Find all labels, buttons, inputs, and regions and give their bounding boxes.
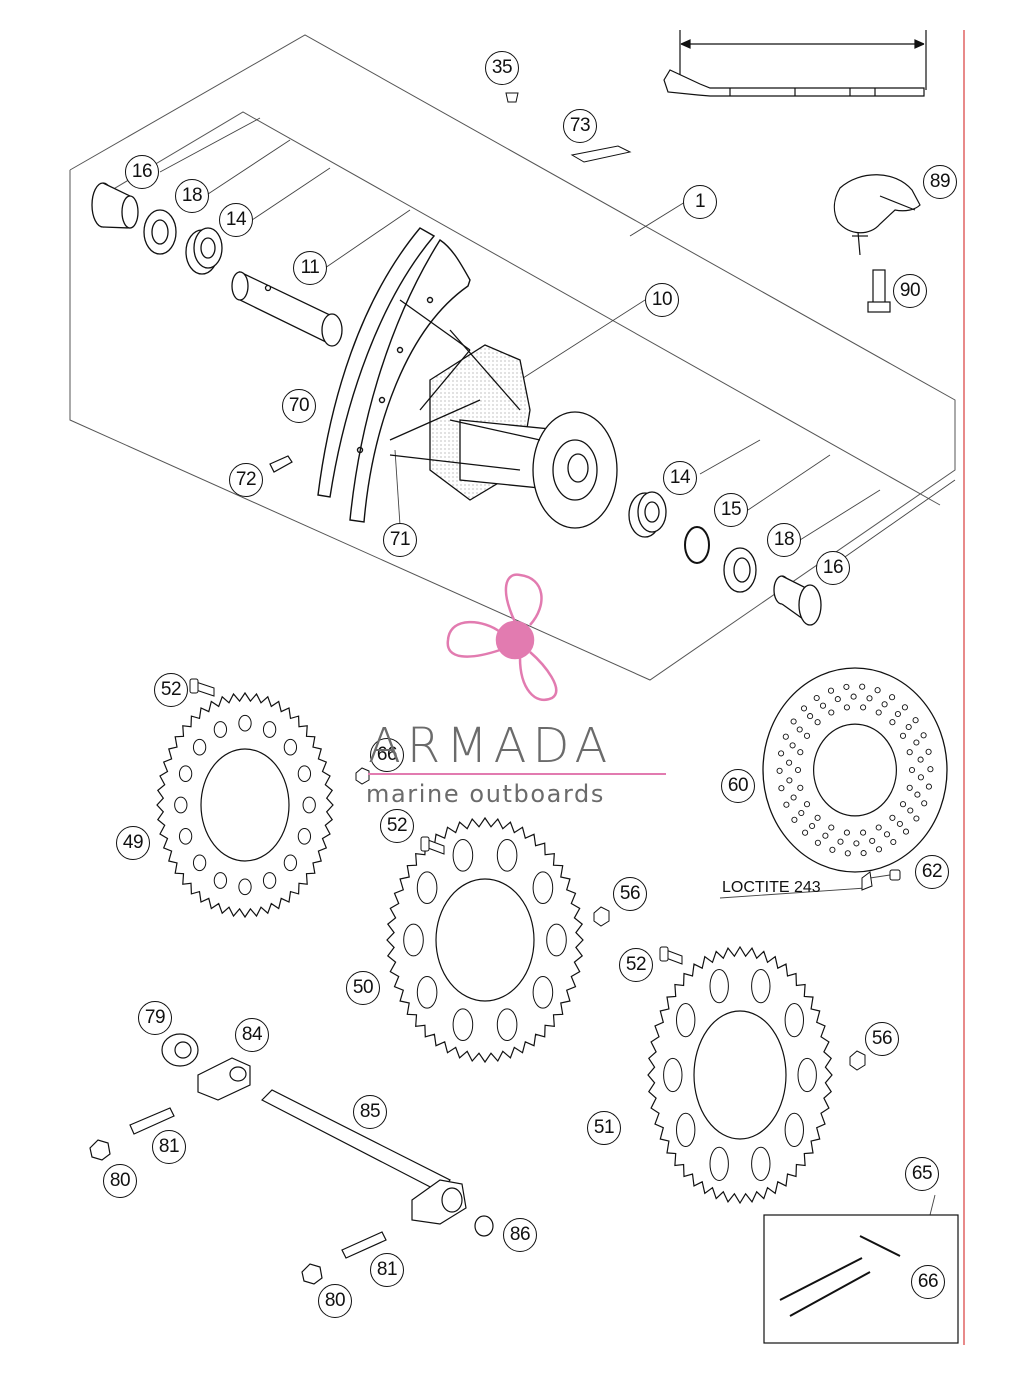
loctite-annotation: LOCTITE 243: [722, 879, 821, 896]
cap-35: [505, 92, 519, 103]
callout-10: 10: [645, 283, 679, 317]
watermark-divider: [368, 773, 666, 775]
callout-65: 65: [905, 1157, 939, 1191]
seal-18-right: [723, 547, 757, 593]
callout-35: 35: [485, 51, 519, 85]
chain-box-65: [763, 1214, 959, 1344]
spacer-16-right: [773, 575, 822, 626]
sprocket-51: [647, 945, 833, 1205]
chain-adjuster-84: [197, 1057, 251, 1101]
callout-66: 66: [370, 738, 404, 772]
callout-60: 60: [721, 769, 755, 803]
callout-52: 52: [380, 809, 414, 843]
nut-80-a: [89, 1139, 111, 1161]
adjuster-bolt-81-a: [129, 1107, 175, 1135]
valve-72: [269, 455, 293, 473]
leader-lines: [159, 117, 956, 1216]
nut-56-b: [593, 906, 610, 927]
callout-66: 66: [911, 1265, 945, 1299]
callout-81: 81: [370, 1253, 404, 1287]
sprocket-50: [386, 816, 584, 1064]
callout-52: 52: [619, 948, 653, 982]
callout-14: 14: [219, 203, 253, 237]
circlip-15: [684, 526, 710, 564]
axle-85: [260, 1089, 467, 1225]
callout-72: 72: [229, 463, 263, 497]
callout-84: 84: [235, 1018, 269, 1052]
callout-18: 18: [175, 179, 209, 213]
callout-52: 52: [154, 673, 188, 707]
bearing-14-left: [185, 227, 223, 275]
callout-1: 1: [683, 185, 717, 219]
cap-86: [474, 1215, 494, 1237]
callout-86: 86: [503, 1218, 537, 1252]
callout-16: 16: [125, 155, 159, 189]
screw-62: [861, 869, 901, 891]
bolt-52-c: [659, 946, 683, 965]
callout-79: 79: [138, 1001, 172, 1035]
adjuster-bolt-81-b: [341, 1231, 387, 1259]
watermark-tagline: marine outboards: [366, 780, 605, 808]
callout-18: 18: [767, 523, 801, 557]
callout-56: 56: [865, 1022, 899, 1056]
callout-89: 89: [923, 165, 957, 199]
spoke-drawing: [663, 30, 927, 97]
callout-62: 62: [915, 855, 949, 889]
sticker-73: [570, 145, 632, 163]
callout-90: 90: [893, 274, 927, 308]
callout-49: 49: [116, 826, 150, 860]
clip-89: [833, 174, 921, 256]
callout-70: 70: [282, 389, 316, 423]
callout-80: 80: [103, 1164, 137, 1198]
nut-80-b: [301, 1263, 323, 1285]
bolt-52-a: [189, 678, 215, 697]
callout-15: 15: [714, 493, 748, 527]
seal-18-left: [143, 209, 177, 255]
nut-56-a: [355, 767, 370, 785]
callout-16: 16: [816, 551, 850, 585]
valve-90: [867, 269, 891, 313]
callout-85: 85: [353, 1095, 387, 1129]
callout-80: 80: [318, 1284, 352, 1318]
bolt-52-b: [420, 836, 445, 855]
sprocket-49: [156, 691, 334, 919]
callout-50: 50: [346, 971, 380, 1005]
callout-73: 73: [563, 109, 597, 143]
callout-81: 81: [152, 1130, 186, 1164]
rim-70: [317, 227, 471, 523]
nut-56-c: [849, 1050, 866, 1071]
spacer-11: [231, 270, 343, 347]
callout-11: 11: [293, 251, 327, 285]
callout-51: 51: [587, 1111, 621, 1145]
callout-56: 56: [613, 877, 647, 911]
callout-71: 71: [383, 523, 417, 557]
hub-10: [389, 299, 618, 529]
spacer-16-left: [91, 182, 139, 229]
armada-logo: [446, 573, 558, 701]
callout-14: 14: [663, 461, 697, 495]
brake-disc-60: [762, 667, 948, 873]
sprocket-group: [156, 691, 833, 1205]
bearing-14-right: [628, 491, 667, 538]
watermark-brand: ARMADA: [368, 718, 614, 774]
nut-79: [161, 1033, 199, 1067]
